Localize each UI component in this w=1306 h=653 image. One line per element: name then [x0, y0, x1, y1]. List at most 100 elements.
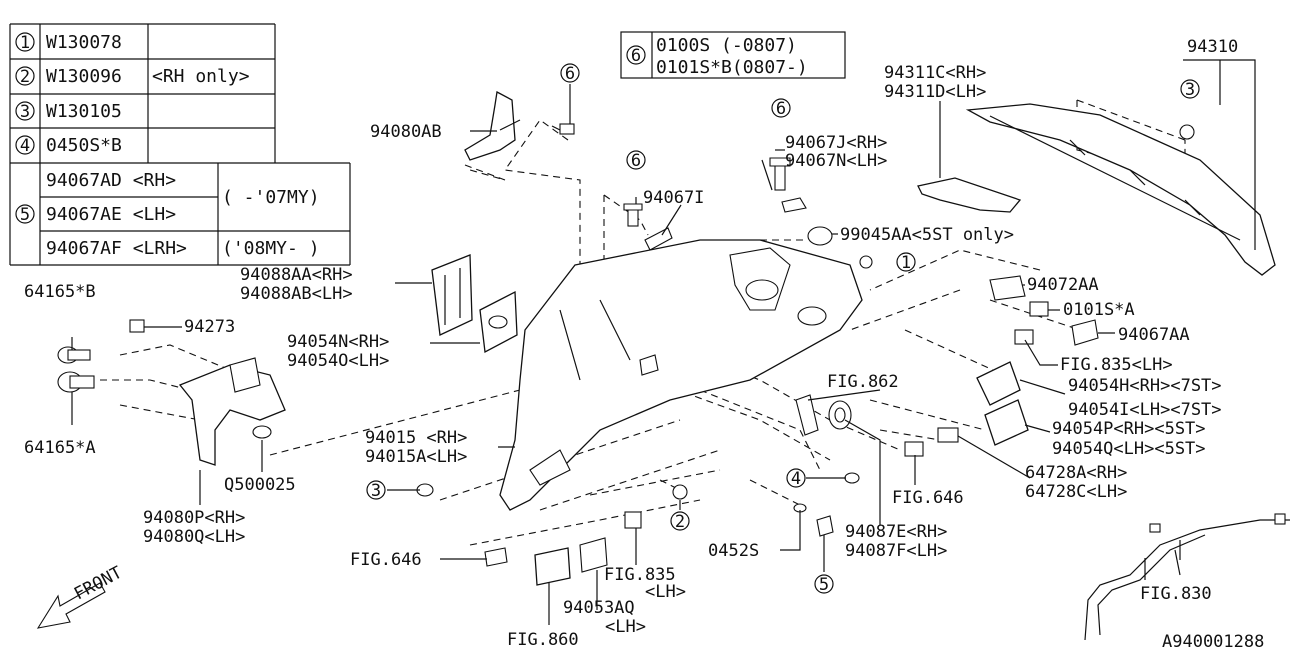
legend-code: 94067AD <RH>	[46, 170, 176, 191]
label-94080Q: 94080Q<LH>	[143, 527, 245, 547]
part-94067I	[644, 227, 673, 251]
bolt-box-line: 0101S*B(0807-)	[656, 57, 808, 78]
label-0452S: 0452S	[708, 541, 759, 561]
legend-note: ( -'07MY)	[222, 187, 320, 208]
svg-text:6: 6	[631, 151, 641, 171]
part-99045AA-cap	[807, 226, 833, 246]
legend-row-5: 5 94067AD <RH> 94067AE <LH> ( -'07MY) 94…	[15, 170, 320, 259]
svg-text:3: 3	[1185, 80, 1195, 100]
label-94087E: 94087E<RH>	[845, 522, 947, 542]
label-94080P: 94080P<RH>	[143, 508, 245, 528]
label-fig646-a: FIG.646	[892, 488, 964, 508]
legend-code: 0450S*B	[46, 135, 122, 156]
bolt-4	[844, 472, 860, 484]
label-fig830: FIG.830	[1140, 584, 1212, 604]
label-fig646-b: FIG.646	[350, 550, 422, 570]
harness-fig830	[1084, 513, 1290, 641]
front-label: FRONT	[71, 563, 126, 605]
part-94310-rail	[965, 103, 1276, 276]
part-fig862-bracket	[795, 394, 819, 436]
label-64728C: 64728C<LH>	[1025, 482, 1127, 502]
part-94080P-bracket	[178, 357, 286, 466]
label-94053AQ-lh: <LH>	[605, 617, 646, 637]
label-0101SA: 0101S*A	[1063, 300, 1135, 320]
legend-num: 2	[20, 67, 30, 87]
callout-5: 5	[814, 574, 834, 595]
legend-row-1: 1 W130078	[15, 32, 122, 53]
legend-row-3: 3 W130105	[15, 101, 122, 122]
label-94273: 94273	[184, 317, 235, 337]
part-94311C-trim	[917, 177, 1022, 213]
part-94067AA	[1071, 319, 1099, 346]
label-fig860: FIG.860	[507, 630, 579, 650]
label-Q500025: Q500025	[224, 475, 296, 495]
label-94054N: 94054N<RH>	[287, 332, 389, 352]
label-94087F: 94087F<LH>	[845, 541, 947, 561]
label-94310: 94310	[1187, 37, 1238, 57]
callout-2: 2	[670, 511, 690, 532]
label-94054I: 94054I<LH><7ST>	[1068, 400, 1222, 420]
bolt-box-num: 6	[631, 46, 641, 66]
label-94311C: 94311C<RH>	[884, 63, 986, 83]
label-94067J: 94067J<RH>	[785, 133, 887, 153]
legend-code: 94067AF <LRH>	[46, 238, 187, 259]
label-64728A: 64728A<RH>	[1025, 463, 1127, 483]
label-fig835-b: FIG.835	[604, 565, 676, 585]
label-94088AA: 94088AA<RH>	[240, 265, 353, 285]
legend-table: 1 W130078 2 W130096 <RH only> 3 W130105 …	[9, 23, 351, 266]
part-94054P-cover	[984, 399, 1029, 446]
clip-1	[859, 255, 873, 269]
legend-row-2: 2 W130096 <RH only>	[15, 66, 250, 87]
svg-text:4: 4	[791, 469, 801, 489]
label-94054H: 94054H<RH><7ST>	[1068, 376, 1222, 396]
callout-1: 1	[896, 252, 916, 273]
svg-text:1: 1	[901, 253, 911, 273]
callout-3: 3	[1180, 79, 1200, 100]
part-fig646-clip-b	[484, 547, 508, 567]
label-94311D: 94311D<LH>	[884, 82, 986, 102]
legend-code: 94067AE <LH>	[46, 204, 176, 225]
legend-code: W130096	[46, 66, 122, 87]
callout-6: 6	[626, 150, 646, 171]
part-5-trim	[816, 515, 834, 537]
legend-note: ('08MY- )	[222, 238, 320, 259]
clip-2	[672, 484, 688, 500]
part-94080AB-bracket	[464, 90, 521, 161]
part-fig835-clip-b	[624, 511, 642, 529]
label-94067AA: 94067AA	[1118, 325, 1190, 345]
part-fig646-clip-a	[904, 441, 924, 457]
legend-num: 1	[20, 33, 30, 53]
callout-6: 6	[771, 98, 791, 119]
label-fig835-lh: FIG.835<LH>	[1060, 355, 1173, 375]
label-94072AA: 94072AA	[1027, 275, 1099, 295]
label-64165B: 64165*B	[24, 282, 96, 302]
callout-4: 4	[786, 468, 806, 489]
svg-text:3: 3	[371, 481, 381, 501]
part-labels: 94080AB 94310 94311C<RH> 94311D<LH> 9406…	[24, 37, 1264, 652]
bolt-Q500025	[252, 425, 272, 439]
label-fig862: FIG.862	[827, 372, 899, 392]
bolt-6b	[623, 203, 643, 227]
label-94054Q: 94054Q<LH><5ST>	[1052, 439, 1206, 459]
label-94053AQ: 94053AQ	[563, 598, 635, 618]
bolt-0101SA	[1029, 301, 1049, 317]
callout-3: 3	[366, 480, 386, 501]
svg-text:2: 2	[675, 512, 685, 532]
part-94088AA-bracket	[431, 254, 473, 336]
part-94015-pillar-trim	[499, 239, 863, 511]
part-94054N-panel	[479, 290, 518, 354]
label-94080AB: 94080AB	[370, 122, 442, 142]
bolt-64165B	[57, 346, 91, 364]
label-94054P: 94054P<RH><5ST>	[1052, 419, 1206, 439]
svg-text:6: 6	[565, 64, 575, 84]
part-94087E-seal	[828, 400, 852, 430]
part-94053AQ	[579, 537, 608, 573]
label-99045AA: 99045AA<5ST only>	[840, 225, 1014, 245]
label-94015A: 94015A<LH>	[365, 447, 467, 467]
svg-text:5: 5	[819, 575, 829, 595]
bolt-6a	[551, 123, 575, 135]
part-64728A-clip	[937, 427, 959, 443]
legend-num: 3	[20, 102, 30, 122]
legend-num: 4	[20, 136, 30, 156]
